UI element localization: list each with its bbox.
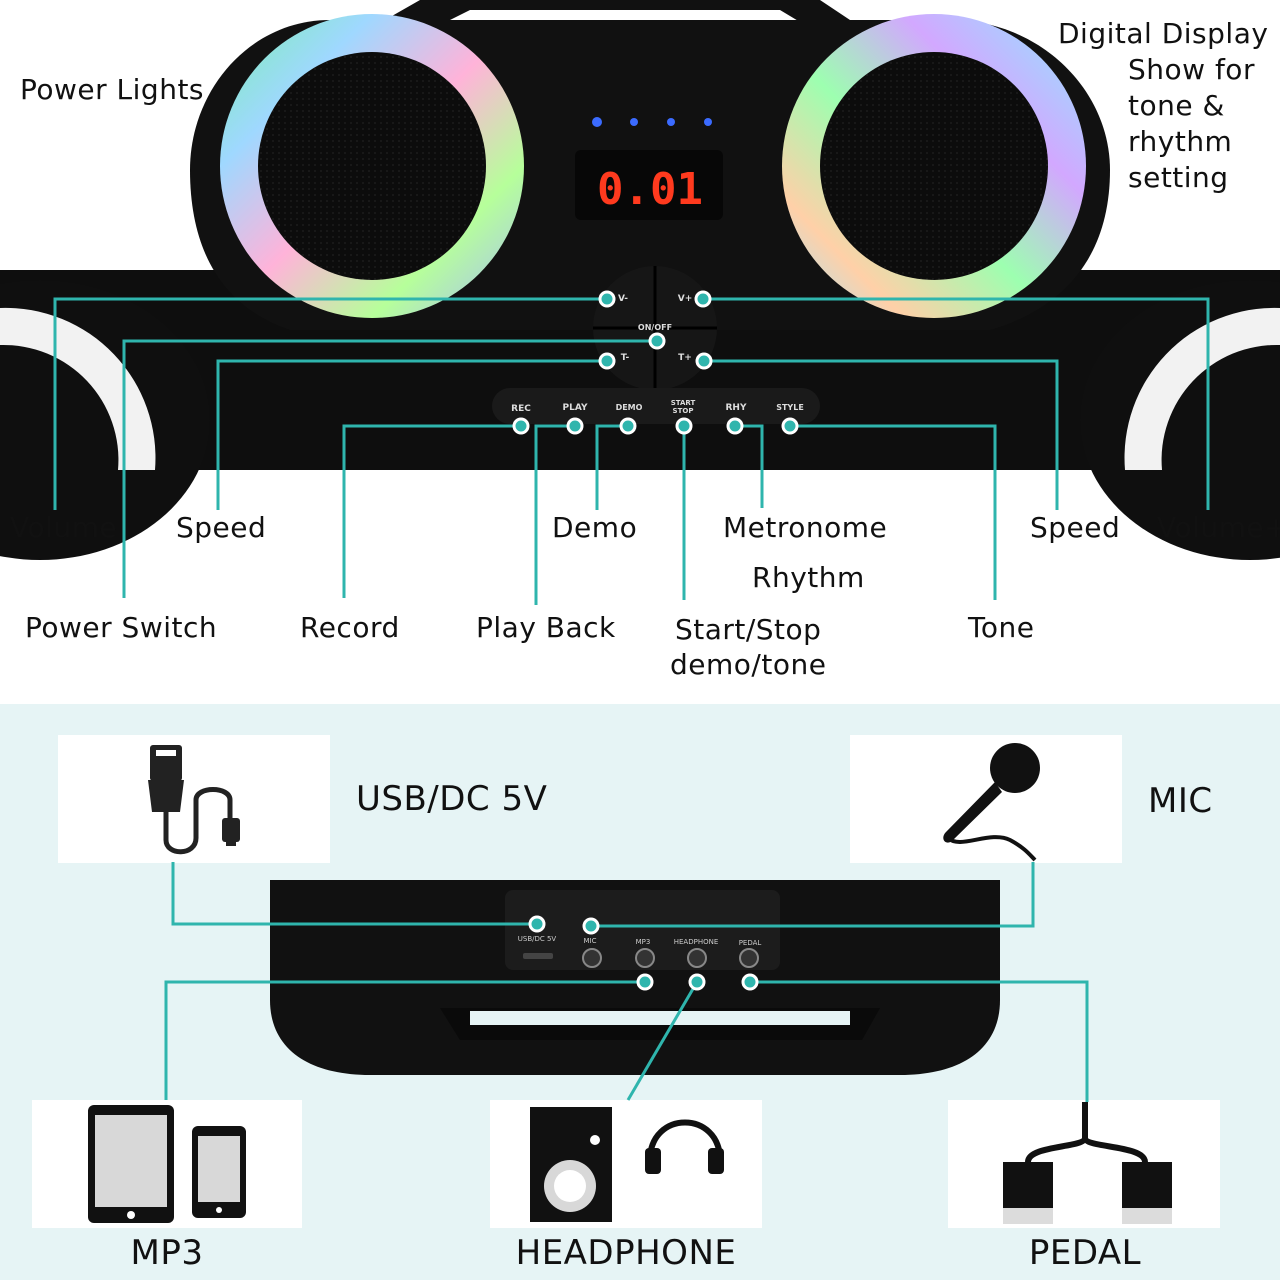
pedal-port-label: PEDAL <box>739 939 762 947</box>
stop-key[interactable]: STOP <box>673 407 694 415</box>
pedal-jack <box>739 948 759 968</box>
usb-cable-icon <box>148 745 240 855</box>
digital-display-line: tone & <box>1128 89 1225 122</box>
record-label: Record <box>300 611 400 644</box>
usb-leader <box>171 862 537 926</box>
headphone-jack <box>687 948 707 968</box>
function-button-bar <box>492 388 820 424</box>
demo-leader <box>595 424 628 510</box>
record-leader <box>342 424 521 598</box>
pedal-icon <box>1003 1102 1172 1224</box>
top-callout-dots <box>512 290 799 435</box>
left-drum-rim <box>0 307 156 470</box>
drum-device-top: 0.01 V- V+ ON/OFF T- T+ REC PLAY DEMO ST… <box>0 0 1280 560</box>
indicator-led <box>592 117 602 127</box>
t-plus-key[interactable]: T+ <box>678 353 692 363</box>
tablet-phone-icon <box>88 1105 246 1223</box>
start-stop-label: Start/Stop demo/tone <box>670 612 826 682</box>
speed-left-leader <box>216 359 607 510</box>
indicator-led <box>630 118 638 126</box>
tone-leader <box>790 424 997 600</box>
rhythm-label: Rhythm <box>752 561 865 594</box>
start-stop-line: demo/tone <box>670 648 827 681</box>
port-callout-dots <box>528 915 759 991</box>
speed-right-leader <box>704 359 1059 510</box>
volume-plus-leader <box>703 297 1210 510</box>
demo-label: Demo <box>552 511 638 544</box>
carry-handle-top <box>350 0 880 40</box>
top-callout-lines <box>53 297 1210 605</box>
mp3-port-label: MP3 <box>636 938 651 946</box>
headphone-label: HEADPHONE <box>515 1233 737 1273</box>
headphone-leader <box>626 981 699 1101</box>
digital-display-line: rhythm <box>1128 125 1233 158</box>
metronome-leader <box>735 424 764 508</box>
mp3-label: MP3 <box>130 1233 204 1273</box>
indicator-led <box>667 118 675 126</box>
speaker-headphone-icon <box>530 1107 724 1222</box>
digital-display-line: Digital Display <box>1058 17 1269 50</box>
mic-label: MIC <box>1148 781 1213 821</box>
metronome-label: Metronome <box>723 511 888 544</box>
playback-leader <box>534 424 575 605</box>
drum-device-side: USB/DC 5V MIC MP3 HEADPHONE PEDAL <box>270 880 1000 1075</box>
volume-plus-label: Volume+ <box>1157 511 1280 544</box>
power-switch-label: Power Switch <box>25 611 218 644</box>
right-speaker-grill <box>820 52 1048 280</box>
pedal-leader <box>750 980 1089 1102</box>
digital-display-value: 0.01 <box>597 164 703 215</box>
start-stop-line: Start/Stop <box>674 613 822 646</box>
mic-leader <box>591 862 1035 928</box>
volume-minus-label: Volume <box>10 511 118 544</box>
digital-display-panel <box>575 150 723 220</box>
play-key[interactable]: PLAY <box>563 403 588 413</box>
start-key[interactable]: START <box>671 399 696 407</box>
usb-dc-label: USB/DC 5V <box>356 779 548 819</box>
usb-port <box>523 953 553 959</box>
rec-key[interactable]: REC <box>511 404 531 414</box>
headphone-port-label: HEADPHONE <box>674 938 719 946</box>
t-minus-key[interactable]: T- <box>621 353 630 363</box>
power-switch-leader <box>122 339 657 598</box>
pedal-label: PEDAL <box>1028 1233 1142 1273</box>
v-minus-key[interactable]: V- <box>618 294 628 304</box>
mic-jack <box>582 948 602 968</box>
on-off-key[interactable]: ON/OFF <box>638 323 672 332</box>
left-speaker-grill <box>258 52 486 280</box>
port-callout-lines <box>164 862 1089 1102</box>
tone-label: Tone <box>968 611 1035 644</box>
right-drum-rim <box>1124 307 1280 470</box>
mp3-leader <box>164 980 645 1100</box>
digital-display-line: Show for <box>1128 53 1255 86</box>
digital-display-label: Digital Display Show for tone & rhythm s… <box>1058 16 1268 196</box>
power-lights-label: Power Lights <box>20 73 205 106</box>
side-port-panel <box>505 890 780 970</box>
usb-port-label: USB/DC 5V <box>518 935 557 943</box>
demo-key[interactable]: DEMO <box>616 403 643 412</box>
speed-left-label: Speed <box>176 511 267 544</box>
speed-right-label: Speed <box>1030 511 1121 544</box>
v-plus-key[interactable]: V+ <box>678 294 693 304</box>
rhy-key[interactable]: RHY <box>726 403 747 413</box>
play-back-label: Play Back <box>476 611 616 644</box>
style-key[interactable]: STYLE <box>776 403 804 412</box>
indicator-led <box>704 118 712 126</box>
mic-port-label: MIC <box>584 937 597 945</box>
digital-display-line: setting <box>1128 161 1229 194</box>
microphone-icon <box>943 743 1040 862</box>
volume-minus-leader <box>53 297 607 510</box>
mp3-jack <box>635 948 655 968</box>
